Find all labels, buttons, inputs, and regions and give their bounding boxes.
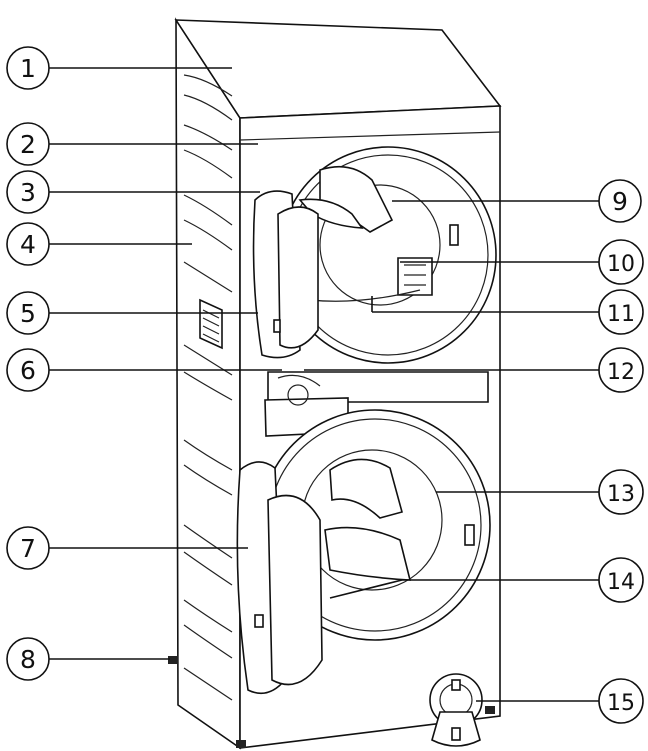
callout-1: 1 [6,46,232,90]
dryer-unit [252,146,497,364]
callout-number: 13 [607,482,635,507]
callout-3: 3 [6,170,260,214]
callout-number: 9 [612,187,628,216]
washer-unit [236,409,491,695]
callout-number: 2 [20,130,36,159]
callout-number: 10 [607,252,635,277]
callout-10: 10 [400,239,644,285]
callout-15: 15 [476,678,644,724]
callout-2: 2 [6,122,258,166]
callout-number: 15 [607,691,635,716]
callout-14: 14 [329,557,644,603]
callout-number: 5 [20,299,36,328]
appliance-illustration [168,17,502,750]
callout-9: 9 [392,179,642,223]
callout-number: 1 [20,54,36,83]
callout-4: 4 [6,222,192,266]
callout-11: 11 [371,289,644,335]
feet [168,656,495,748]
callout-number: 12 [607,360,635,385]
callout-13: 13 [436,469,644,515]
callout-number: 6 [20,356,36,385]
callout-12: 12 [304,347,644,393]
callout-number: 7 [20,534,36,563]
callout-7: 7 [6,526,248,570]
callout-number: 3 [20,178,36,207]
callout-number: 4 [20,230,36,259]
callout-number: 14 [607,570,635,595]
callout-number: 8 [20,645,36,674]
side-vent-grille [199,298,223,350]
callout-number: 11 [607,302,635,327]
callout-8: 8 [6,637,170,681]
service-filter [429,673,483,747]
callouts: 1 2 3 4 5 6 [6,46,644,724]
callout-6: 6 [6,348,282,392]
side-panel-ribs [183,74,233,701]
callout-5: 5 [6,291,258,335]
